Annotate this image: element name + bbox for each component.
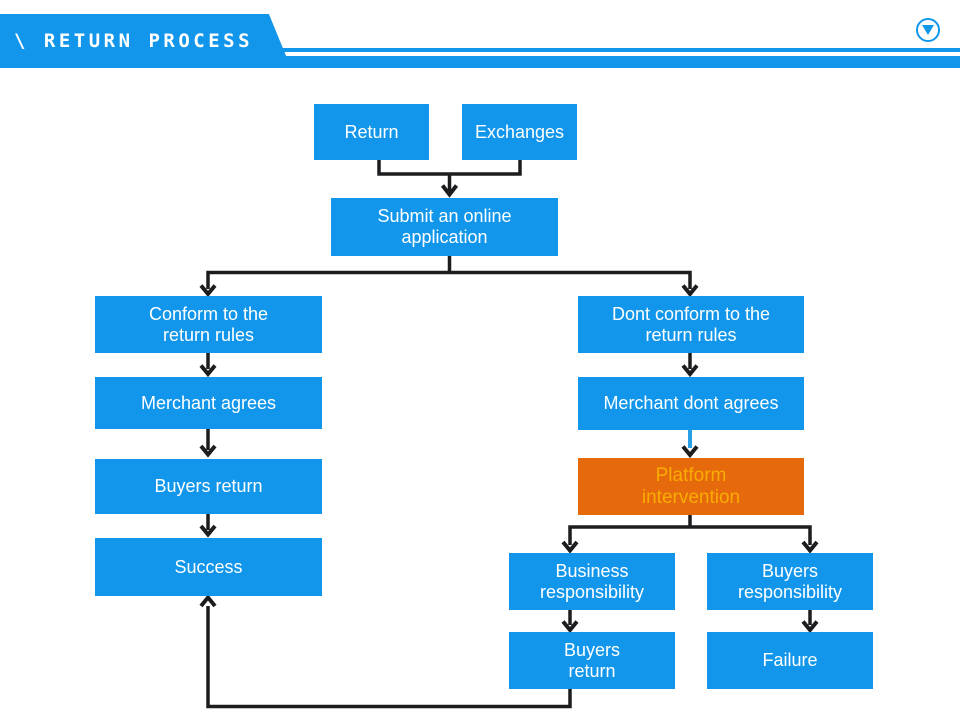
page-title: \ RETURN PROCESS <box>14 30 254 52</box>
node-label: Submit an online application <box>377 206 512 247</box>
node-label: Buyers return <box>563 639 621 681</box>
title-banner: \ RETURN PROCESS <box>0 14 291 68</box>
node-label: Return <box>344 121 399 142</box>
node-exchanges: Exchanges <box>462 104 577 160</box>
node-label: Buyers responsibility <box>737 560 843 602</box>
node-label: Failure <box>762 650 818 670</box>
node-label: Buyers return <box>154 476 263 496</box>
connector-split <box>206 256 692 289</box>
node-merchant-agrees: Merchant agrees <box>95 377 322 429</box>
arrowhead-dont-conform <box>681 284 699 298</box>
node-label: Merchant agrees <box>140 392 277 413</box>
node-business-responsibility: Business responsibility <box>509 553 675 610</box>
node-label: Merchant dont agrees <box>603 393 779 413</box>
arrowhead-buyers-return-bottom <box>561 620 579 634</box>
header-rule <box>252 48 960 52</box>
arrowhead-merchant-agrees <box>199 364 217 378</box>
node-return: Return <box>314 104 429 160</box>
connector-platform-split <box>568 515 812 545</box>
down-triangle-icon <box>922 25 934 35</box>
node-conform-rules: Conform to the return rules <box>95 296 322 353</box>
arrowhead-merchant-dont <box>681 364 699 378</box>
node-label: Dont conform to the return rules <box>611 303 771 345</box>
arrowhead-platform <box>681 445 699 459</box>
node-merchant-dont-agree: Merchant dont agrees <box>578 377 804 430</box>
node-label: Conform to the return rules <box>148 303 269 345</box>
node-platform-intervention: Platform intervention <box>578 458 804 515</box>
arrowhead-submit <box>440 184 459 198</box>
arrowhead-loop-success <box>199 594 217 608</box>
node-failure: Failure <box>707 632 873 689</box>
node-label: Exchanges <box>474 121 565 142</box>
collapse-button[interactable] <box>916 18 940 42</box>
node-buyers-return-bottom: Buyers return <box>509 632 675 689</box>
connector-merge-bridge <box>377 159 522 176</box>
node-buyers-return-left: Buyers return <box>95 459 322 514</box>
node-success: Success <box>95 538 322 596</box>
node-dont-conform-rules: Dont conform to the return rules <box>578 296 804 353</box>
node-submit-application: Submit an online application <box>331 198 558 256</box>
node-label: Business responsibility <box>539 560 645 602</box>
node-label: Platform intervention <box>641 464 741 508</box>
arrowhead-business-resp <box>561 540 579 554</box>
arrowhead-failure <box>801 620 819 634</box>
arrowhead-buyers-resp <box>801 540 819 554</box>
arrowhead-success <box>199 524 217 538</box>
arrowhead-conform <box>199 284 217 298</box>
node-label: Success <box>174 556 243 577</box>
node-buyers-responsibility: Buyers responsibility <box>707 553 873 610</box>
arrowhead-buyers-return <box>199 444 217 458</box>
